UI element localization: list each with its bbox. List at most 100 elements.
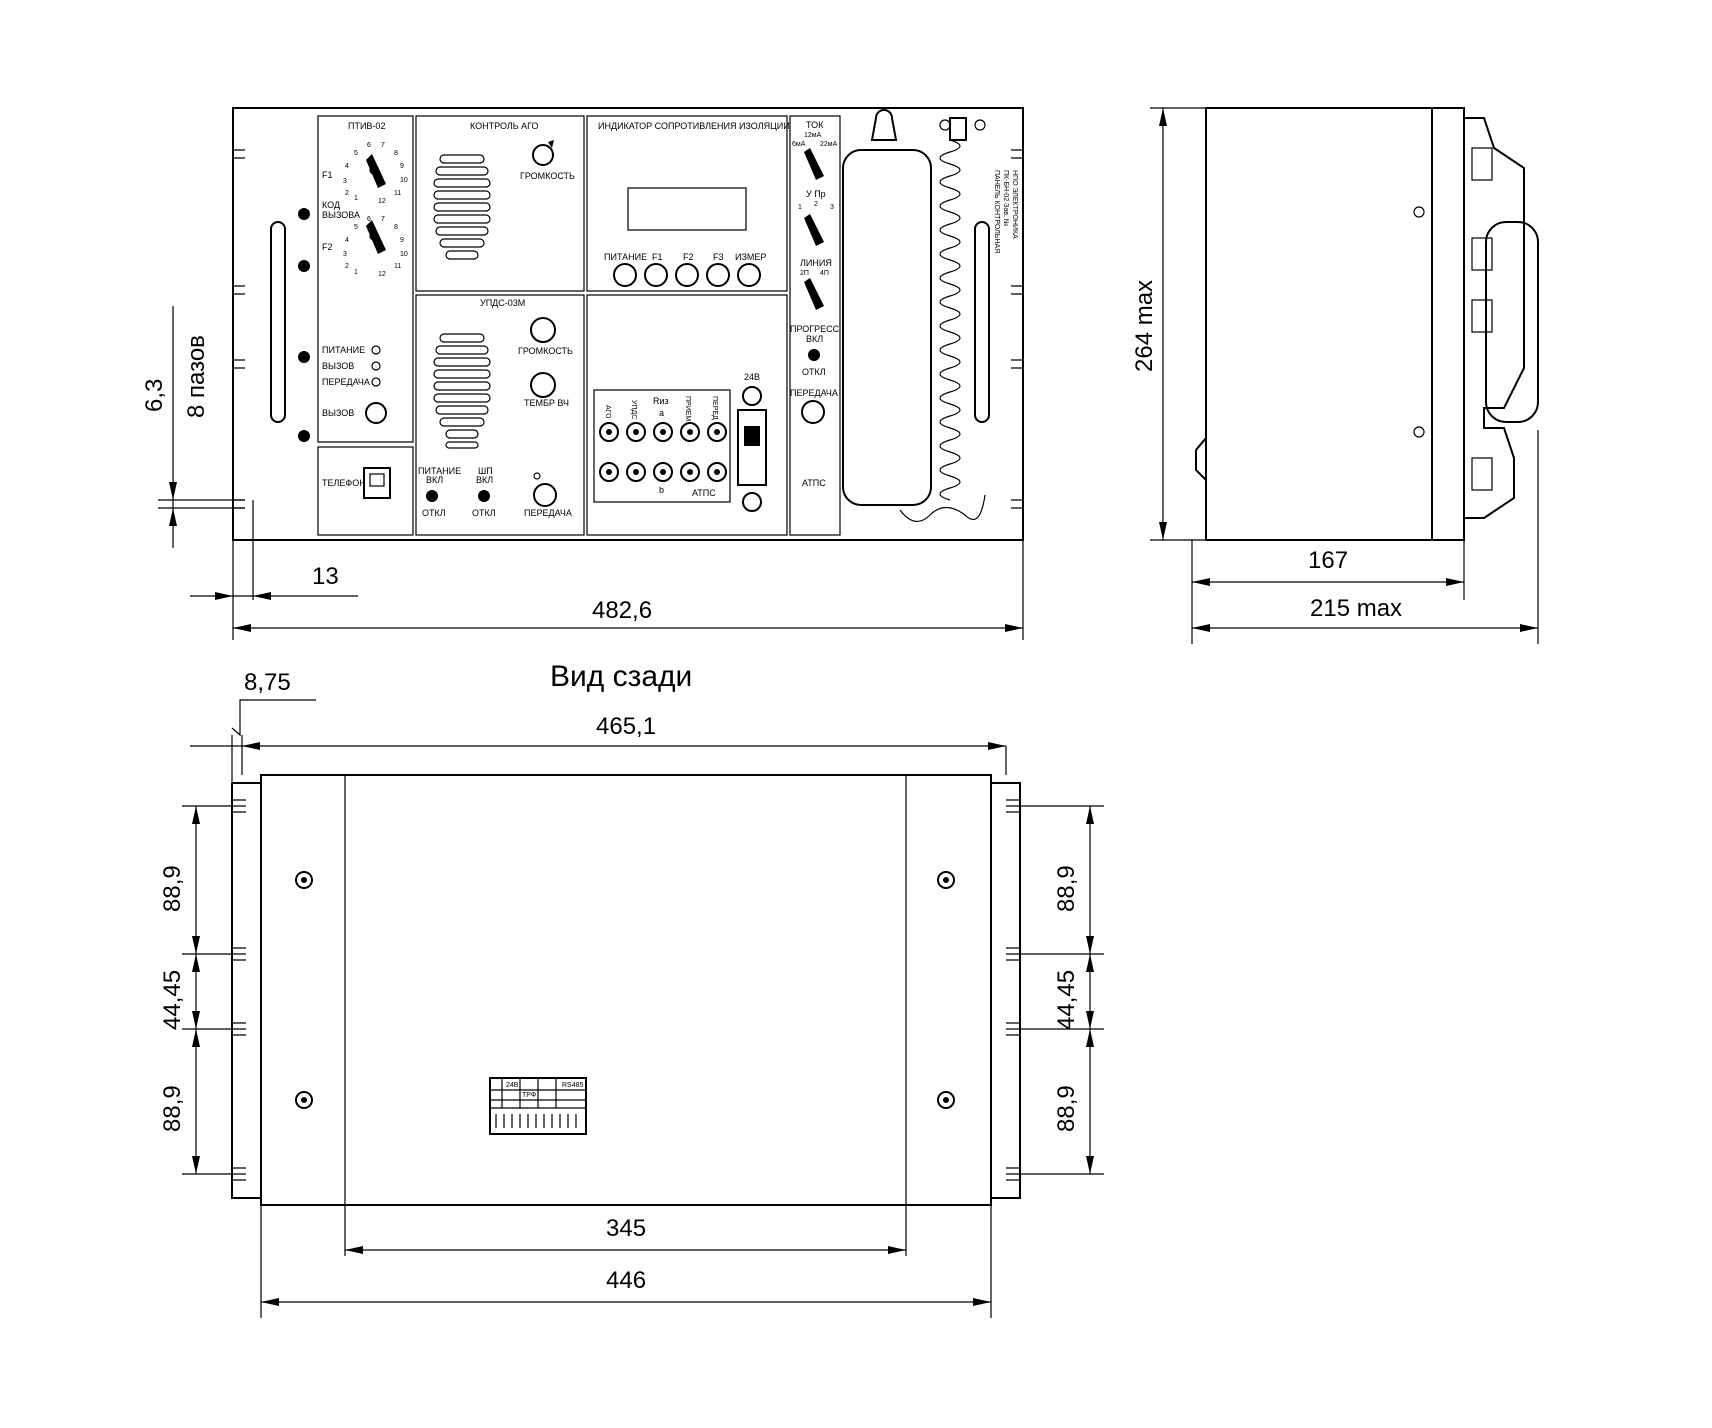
telephone-module <box>317 446 414 536</box>
svg-text:12: 12 <box>378 271 386 278</box>
rear-view-title: Вид сзади <box>550 660 692 693</box>
upds-timbre-label: ТЕМБР ВЧ <box>524 398 569 408</box>
terminal-rs485-label: RS485 <box>562 1082 584 1089</box>
upds-speaker-grille-icon <box>433 333 491 449</box>
current-6-label: 6мА <box>792 141 806 148</box>
upds-shp-label: ШП <box>478 466 493 476</box>
insulation-display <box>627 187 747 231</box>
left-screws <box>298 208 310 442</box>
svg-text:2: 2 <box>345 263 349 270</box>
ins-power-button[interactable] <box>613 263 637 287</box>
rear-left-slots <box>232 799 246 1181</box>
line-label: ЛИНИЯ <box>800 258 832 268</box>
svg-text:ПК-БН-02 Зав. №: ПК-БН-02 Зав. № <box>1002 170 1009 226</box>
led-call <box>371 361 381 371</box>
dim-rear-left-v1: 88,9 <box>159 865 186 912</box>
terminal-trf-label: ТРФ <box>522 1092 536 1099</box>
insulation-buttons: ПИТАНИЕ F1 F2 F3 ИЗМЕР <box>604 252 766 262</box>
svg-text:НПО ЭЛЕКТРОНИКА: НПО ЭЛЕКТРОНИКА <box>1011 170 1018 239</box>
ins-measure-button[interactable] <box>737 263 761 287</box>
lower-button[interactable] <box>742 492 762 512</box>
ins-btn-label-1: F1 <box>652 252 663 262</box>
rear-screws <box>295 871 955 1109</box>
upds-volume-knob[interactable] <box>530 317 556 343</box>
upds-tx-label: ПЕРЕДАЧА <box>524 508 572 518</box>
ptiv-call-label: ВЫЗОВА <box>322 210 360 220</box>
led-tx <box>371 377 381 387</box>
socket-row-top[interactable] <box>599 422 727 442</box>
handset-icon[interactable] <box>842 109 932 506</box>
ptiv-module <box>317 115 414 443</box>
sockets-module <box>586 294 788 536</box>
ago-module <box>415 115 585 292</box>
current-12-label: 12мА <box>804 132 822 139</box>
ins-f1-button[interactable] <box>644 263 668 287</box>
ptiv-f1-label: F1 <box>322 170 333 180</box>
knob-f1[interactable] <box>366 154 386 188</box>
ago-title: КОНТРОЛЬ АГО <box>470 121 539 131</box>
upr-2: 2 <box>814 201 818 208</box>
sockets-block <box>593 389 731 503</box>
ago-volume-label: ГРОМКОСТЬ <box>520 171 575 181</box>
dim-side-depth: 167 <box>1308 547 1348 574</box>
ins-f2-button[interactable] <box>675 263 699 287</box>
svg-text:1: 1 <box>354 269 358 276</box>
call-button[interactable] <box>365 402 387 424</box>
line-4p-label: 4П <box>820 270 829 277</box>
upds-tx-button[interactable] <box>533 483 557 507</box>
rear-right-slots <box>1006 799 1020 1181</box>
line-selector-knob[interactable] <box>804 278 824 310</box>
telephone-label: ТЕЛЕФОН <box>322 478 366 488</box>
upds-shp-toggle[interactable] <box>478 490 490 502</box>
svg-text:6: 6 <box>367 216 371 223</box>
svg-text:10: 10 <box>400 177 408 184</box>
ins-f3-button[interactable] <box>706 263 730 287</box>
svg-text:3: 3 <box>343 251 347 258</box>
right-mounting-slots <box>1011 149 1023 509</box>
ptiv-f2-label: F2 <box>322 242 333 252</box>
svg-text:5: 5 <box>354 224 358 231</box>
current-selector-knob[interactable] <box>804 148 824 180</box>
svg-text:1: 1 <box>354 195 358 202</box>
front-dimensions: 482,6 13 6,3 8 пазов <box>141 306 1024 640</box>
ptiv-title: ПТИВ-02 <box>348 121 385 131</box>
svg-text:4: 4 <box>345 237 349 244</box>
v24-label: 24В <box>744 372 760 382</box>
svg-text:ПРИЕМ: ПРИЕМ <box>684 396 691 421</box>
upds-power-off-label: ОТКЛ <box>422 508 446 518</box>
terminal-block[interactable]: 24В ТРФ RS485 <box>489 1077 587 1135</box>
current-22-label: 22мА <box>820 141 838 148</box>
upr-selector-knob[interactable] <box>804 214 824 246</box>
power-switch[interactable] <box>737 409 767 486</box>
progress-toggle[interactable] <box>808 349 820 361</box>
ago-speaker-grille-icon <box>433 154 491 260</box>
right-tx-button[interactable] <box>801 400 825 424</box>
upr-label: У Пр <box>806 189 826 199</box>
dim-rear-width: 465,1 <box>596 713 656 740</box>
telephone-jack-icon[interactable] <box>363 467 391 499</box>
knob-f2[interactable] <box>366 220 386 254</box>
side-dimensions: 264 max 167 215 max <box>1131 107 1539 644</box>
insulation-module <box>586 115 788 292</box>
svg-text:Rиз: Rиз <box>653 396 669 406</box>
upds-power-toggle[interactable] <box>426 490 438 502</box>
dim-slot-pitch: 6,3 <box>141 379 168 412</box>
ptiv-code-label: КОД <box>322 200 340 210</box>
upds-power-on-label: ВКЛ <box>426 475 443 485</box>
v24-button[interactable] <box>742 386 762 406</box>
ago-volume-knob[interactable] <box>532 144 554 166</box>
dim-side-depth-max: 215 max <box>1310 595 1402 622</box>
current-label: ТОК <box>806 120 824 130</box>
upds-timbre-knob[interactable] <box>530 372 556 398</box>
screw-top-right <box>939 119 951 131</box>
coiled-cord-icon <box>899 117 986 522</box>
left-handle <box>270 221 286 423</box>
socket-row-bottom[interactable] <box>599 462 727 482</box>
svg-text:10: 10 <box>400 251 408 258</box>
svg-text:7: 7 <box>381 216 385 223</box>
left-mounting-slots <box>233 149 245 509</box>
terminal-24v-label: 24В <box>506 1082 519 1089</box>
upds-title: УПДС-03М <box>480 298 525 308</box>
right-control-strip <box>789 115 841 536</box>
